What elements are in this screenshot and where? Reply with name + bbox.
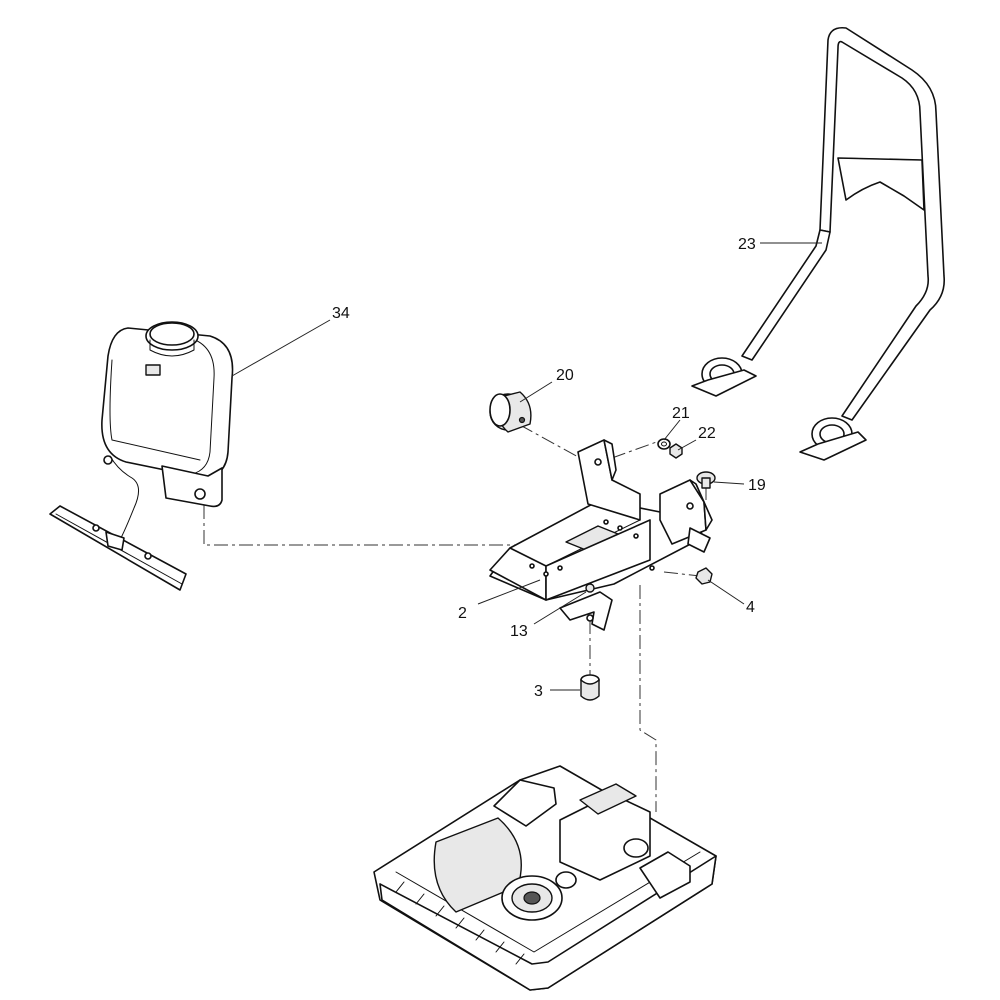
callout-22: 22	[698, 425, 716, 442]
callout-13: 13	[510, 623, 528, 640]
washer	[657, 438, 671, 450]
callout-4: 4	[746, 599, 755, 616]
callout-23: 23	[738, 236, 756, 253]
knob	[696, 471, 716, 489]
callout-21: 21	[672, 405, 690, 422]
tank-base-bracket	[161, 465, 223, 508]
assembly-centerlines	[203, 424, 707, 812]
nut	[669, 443, 683, 459]
callout-labels: 34 23 20 21 22 19 2 4 13 3	[332, 236, 766, 700]
callout-3: 3	[534, 683, 543, 700]
callout-34: 34	[332, 305, 350, 322]
tank-cap	[149, 322, 195, 346]
rubber-mount-small	[580, 674, 600, 701]
base-frame	[489, 439, 713, 601]
bracket	[559, 583, 613, 631]
leader-lines	[231, 242, 822, 691]
washer-and-nut	[657, 438, 683, 459]
callout-20: 20	[556, 367, 574, 384]
guide-handle	[691, 26, 946, 461]
vibratory-base-plate	[373, 765, 717, 991]
callout-2: 2	[458, 605, 467, 622]
tank-label	[145, 364, 161, 376]
callout-19: 19	[748, 477, 766, 494]
water-tank	[49, 321, 234, 591]
rubber-mount-large	[489, 391, 532, 433]
